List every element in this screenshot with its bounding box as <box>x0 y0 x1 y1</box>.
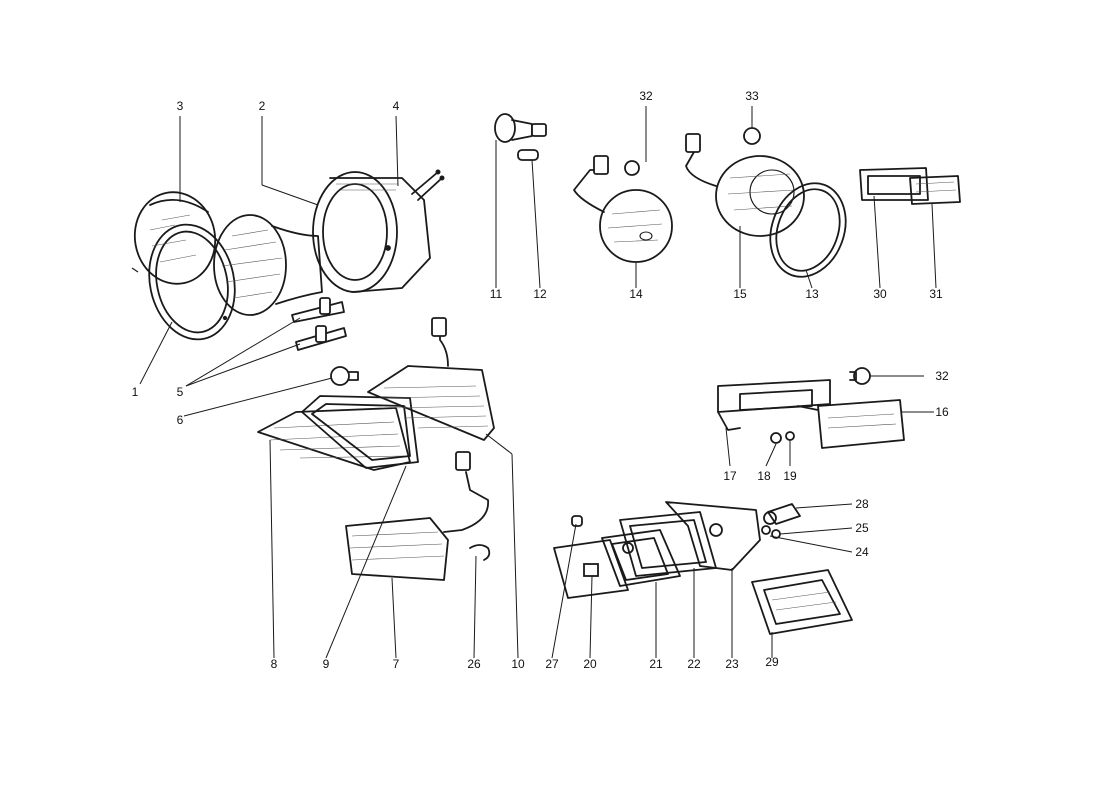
callout-13: 13 <box>805 287 819 301</box>
bulb-holder-socket <box>494 113 547 143</box>
rear-lamp-left <box>573 155 673 263</box>
reflector <box>909 175 961 205</box>
rear-lamp-right <box>685 127 805 237</box>
callout-33: 33 <box>745 89 759 103</box>
callout-31: 31 <box>929 287 943 301</box>
callout-6: 6 <box>177 413 184 427</box>
rear-reflector-lens <box>553 539 629 599</box>
callout-12: 12 <box>533 287 547 301</box>
callout-18: 18 <box>757 469 771 483</box>
leader-lines <box>139 106 937 659</box>
headlamp-adjuster-screws <box>291 297 347 351</box>
headlamp-bowl <box>312 169 445 293</box>
callout-15: 15 <box>733 287 747 301</box>
callout-20: 20 <box>583 657 597 671</box>
callout-21: 21 <box>649 657 663 671</box>
callout-2: 2 <box>259 99 266 113</box>
callout-10: 10 <box>511 657 525 671</box>
lamp-trim-ring <box>769 182 847 278</box>
callout-30: 30 <box>873 287 887 301</box>
washer-and-nut <box>770 431 795 444</box>
callout-16: 16 <box>935 405 949 419</box>
callout-26: 26 <box>467 657 481 671</box>
bulb-socket-connector <box>763 503 801 525</box>
callout-17: 17 <box>723 469 737 483</box>
wedge-bulb <box>517 149 539 161</box>
callout-5: 5 <box>177 385 184 399</box>
callout-32-right: 32 <box>935 369 949 383</box>
callout-8: 8 <box>271 657 278 671</box>
callout-4: 4 <box>393 99 400 113</box>
sealed-beam-unit <box>213 214 323 316</box>
callout-labels: 1 2 3 4 5 6 7 8 9 10 11 12 13 14 15 16 1… <box>132 89 949 671</box>
rear-fog-lamp-housing <box>751 569 853 635</box>
plate-lamp-bulb <box>849 367 871 385</box>
front-indicator-gasket <box>301 395 419 469</box>
callout-9: 9 <box>323 657 330 671</box>
callout-28: 28 <box>855 497 869 511</box>
callout-11: 11 <box>490 287 503 301</box>
callout-29: 29 <box>765 655 779 669</box>
rear-lamp-body <box>601 529 681 587</box>
callout-7: 7 <box>393 657 400 671</box>
callout-3: 3 <box>177 99 184 113</box>
callout-19: 19 <box>783 469 797 483</box>
callout-22: 22 <box>687 657 701 671</box>
headlamp-bulb <box>330 366 359 386</box>
callout-14: 14 <box>629 287 643 301</box>
plate-lamp <box>797 399 905 449</box>
headlamp-rim <box>131 191 217 285</box>
callout-24: 24 <box>855 545 869 559</box>
small-bulb <box>571 515 583 527</box>
reflector-gasket <box>859 167 929 201</box>
callout-23: 23 <box>725 657 739 671</box>
callout-32-top: 32 <box>639 89 653 103</box>
callout-25: 25 <box>855 521 869 535</box>
headlamp-trim-ring <box>148 223 236 341</box>
callout-27: 27 <box>545 657 559 671</box>
front-indicator-housing <box>367 317 495 441</box>
front-indicator-lens <box>257 407 411 471</box>
callout-1: 1 <box>132 385 139 399</box>
plate-lamp-bracket <box>717 379 831 431</box>
side-marker-lamp <box>345 451 491 581</box>
